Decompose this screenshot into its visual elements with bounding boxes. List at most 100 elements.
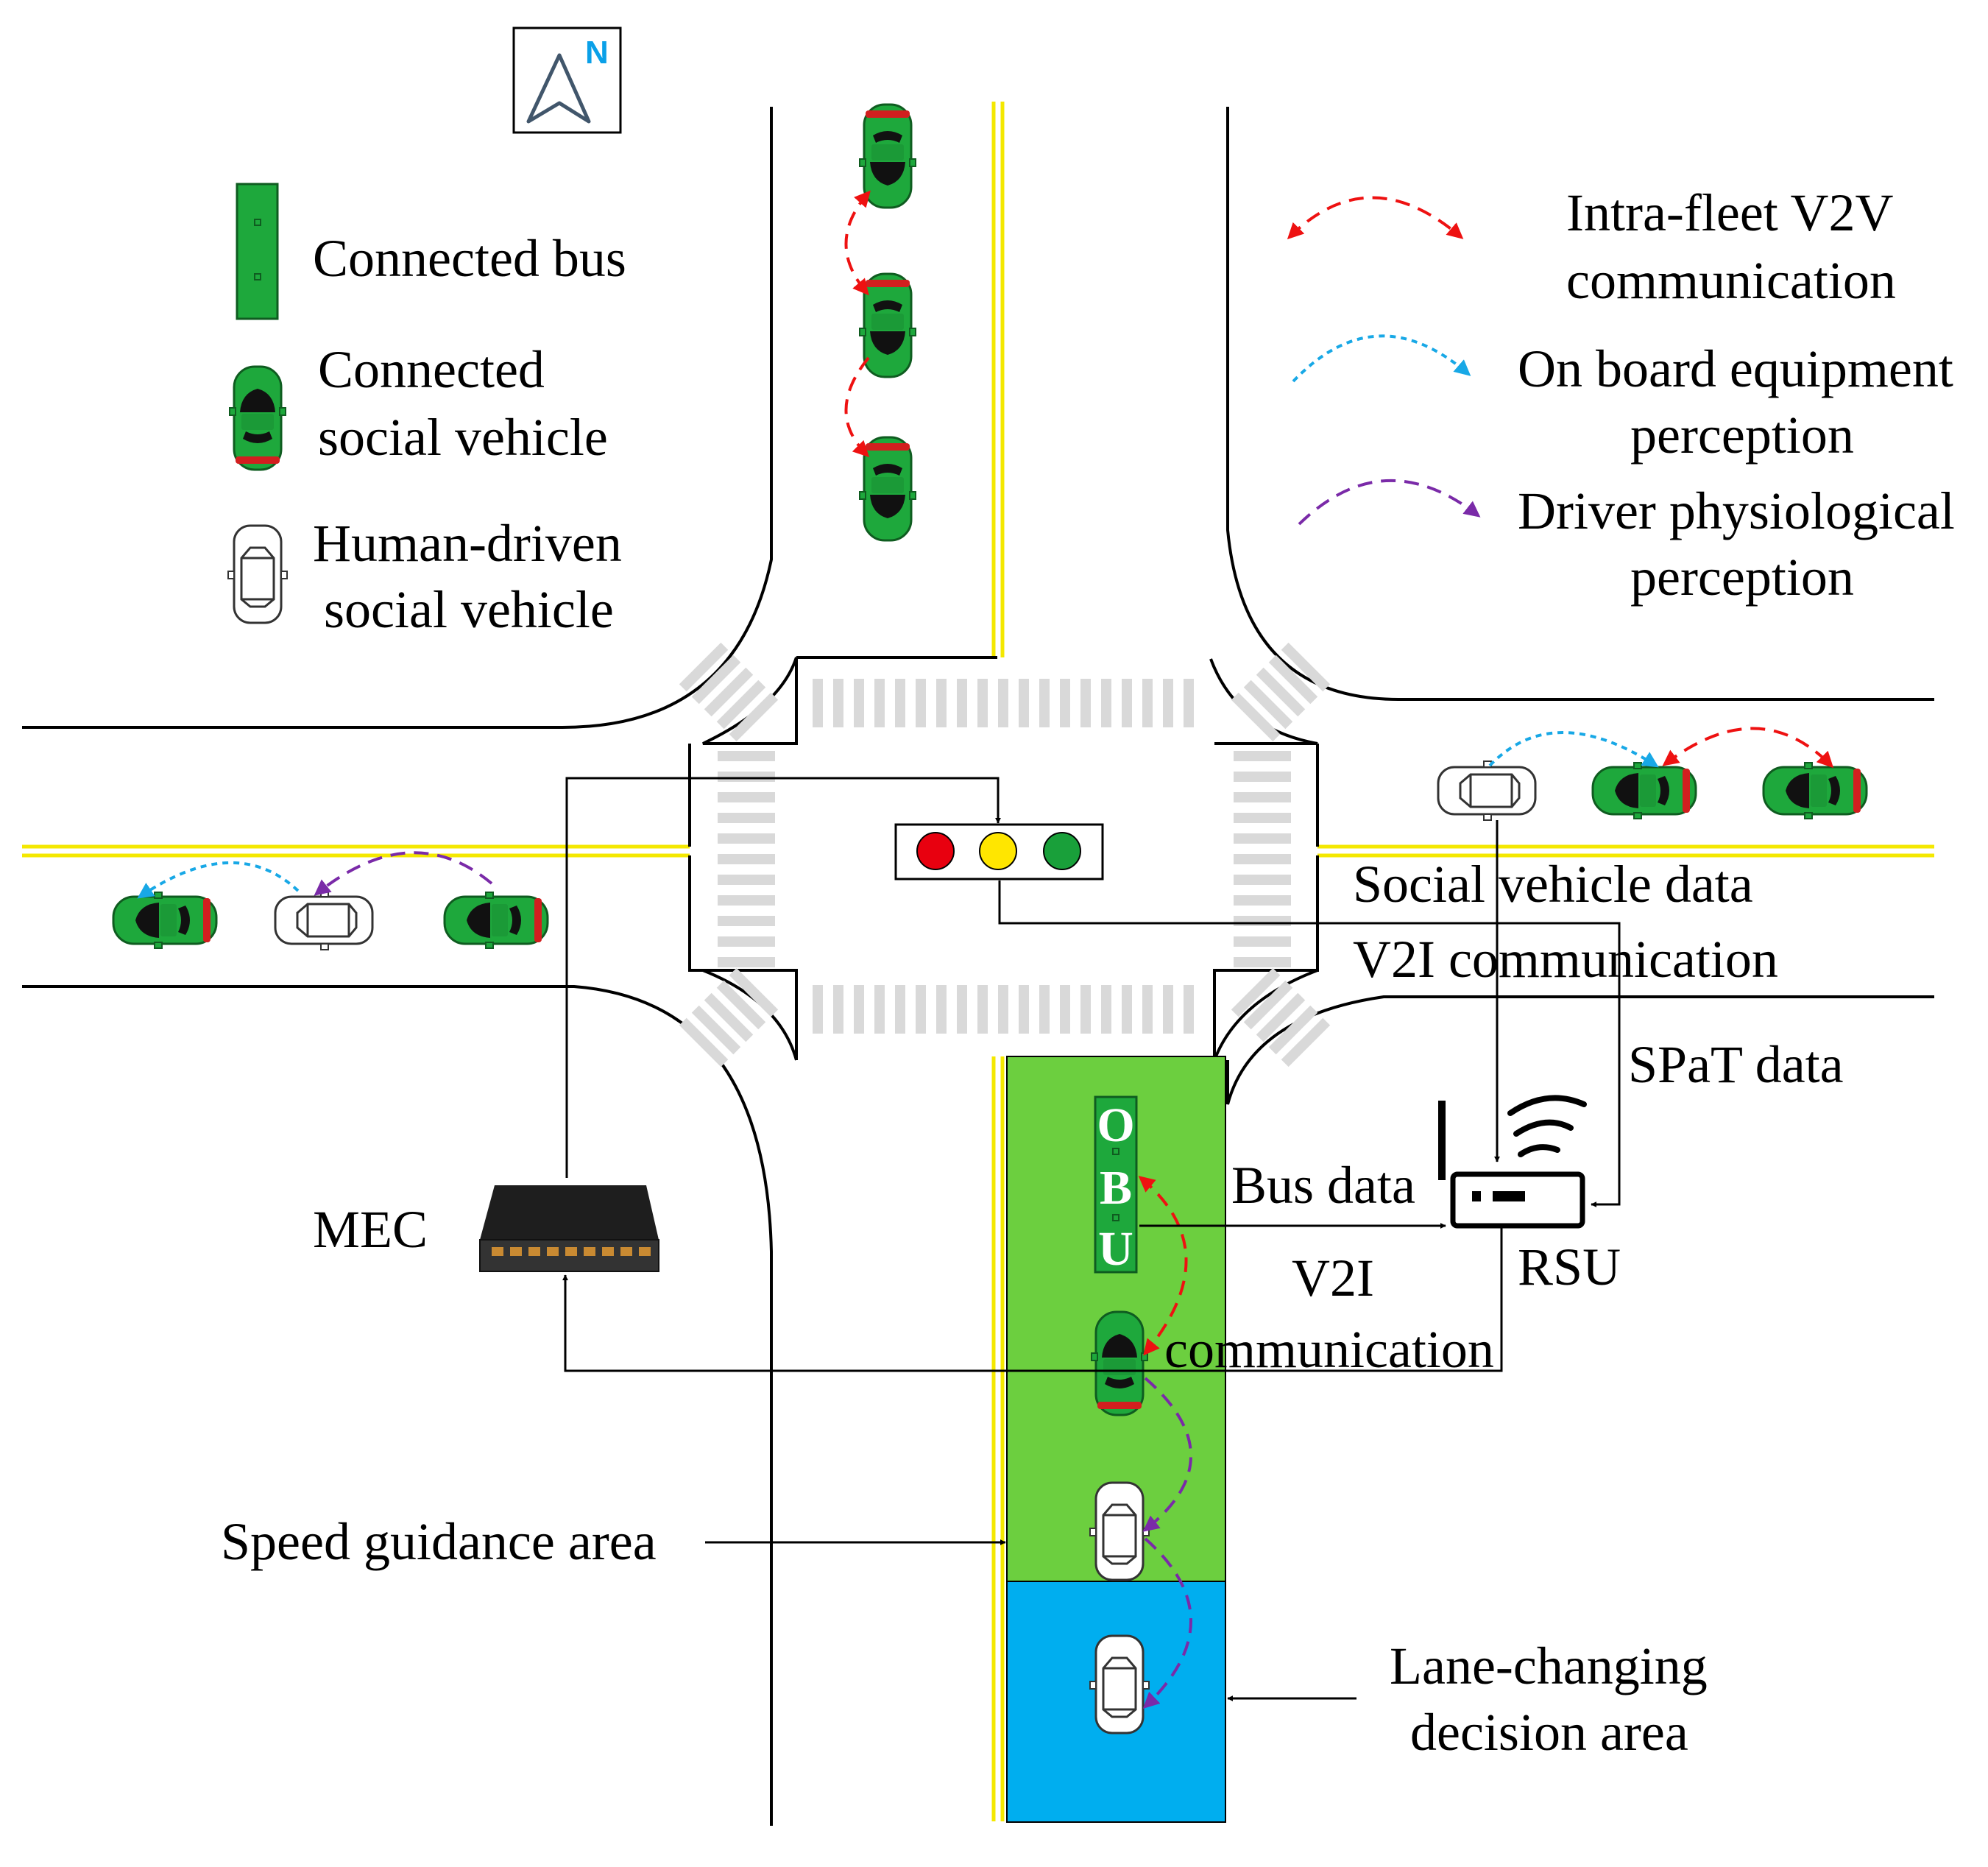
connected-car xyxy=(858,103,917,209)
crosswalk-stripe xyxy=(874,985,885,1034)
crosswalk-stripe xyxy=(1060,679,1070,727)
crosswalk-stripe xyxy=(854,985,864,1034)
crosswalk-stripe xyxy=(1234,936,1291,947)
bus-icon xyxy=(236,183,279,320)
crosswalk-stripe xyxy=(718,833,775,844)
legend-drv-label-2: perception xyxy=(1630,548,1854,607)
crosswalk-stripe xyxy=(957,985,967,1034)
obu-letter-o: O xyxy=(1097,1098,1134,1152)
driver-arrow-icon xyxy=(1298,479,1481,526)
crosswalk-stripe xyxy=(895,985,905,1034)
human-driven-car xyxy=(274,889,374,951)
legend-csv-label-2: social vehicle xyxy=(318,408,608,467)
crosswalk-stripe xyxy=(1268,1005,1318,1055)
crosswalk-stripe xyxy=(813,985,823,1034)
bus-data-label: Bus data xyxy=(1231,1156,1415,1215)
crosswalk-stripe xyxy=(813,679,823,727)
crosswalk-stripe xyxy=(1163,679,1173,727)
crosswalk-stripe xyxy=(895,679,905,727)
spat-data-label: SPaT data xyxy=(1628,1035,1844,1094)
crosswalk-stripe xyxy=(854,679,864,727)
crosswalk-stripe xyxy=(1080,985,1091,1034)
legend-obe-label-1: On board equipment xyxy=(1518,339,1953,398)
legend-csv-label-1: Connected xyxy=(318,340,545,399)
data-flow-lines xyxy=(562,777,1621,1701)
crosswalk-stripe xyxy=(977,679,988,727)
crosswalk-stripe xyxy=(691,654,741,705)
crosswalk-stripe xyxy=(718,895,775,906)
legend-v2v-label-2: communication xyxy=(1566,251,1896,310)
legend: Connected bus Connected social vehicle H… xyxy=(227,183,1955,639)
crosswalk-stripe xyxy=(718,936,775,947)
crosswalk-stripe xyxy=(1243,980,1293,1030)
crosswalk-stripe xyxy=(729,692,779,742)
crosswalk-stripe xyxy=(1039,985,1050,1034)
crosswalk-stripe xyxy=(1122,985,1132,1034)
connected-car xyxy=(858,272,917,378)
crosswalk-stripe xyxy=(729,967,779,1017)
human-driven-car xyxy=(1089,1634,1150,1734)
yellow-light-icon xyxy=(979,832,1017,870)
crosswalk-stripe xyxy=(1101,985,1111,1034)
crosswalk-stripe xyxy=(1234,751,1291,761)
social-vehicle-data-label: Social vehicle data xyxy=(1353,855,1753,914)
v2i-label: V2I xyxy=(1292,1249,1374,1307)
crosswalk-stripe xyxy=(977,985,988,1034)
crosswalk-stripe xyxy=(718,957,775,967)
human-car-icon xyxy=(227,524,289,624)
crosswalk-stripe xyxy=(1019,679,1029,727)
crosswalk-stripe xyxy=(1184,679,1194,727)
v2v-arrow-icon xyxy=(1287,196,1464,240)
crosswalk-stripe xyxy=(718,792,775,802)
crosswalk-stripe xyxy=(704,992,754,1042)
crosswalk-stripe xyxy=(718,916,775,926)
rsu-label: RSU xyxy=(1518,1238,1621,1296)
legend-bus-label: Connected bus xyxy=(313,229,626,288)
red-light-icon xyxy=(916,832,955,870)
connected-car xyxy=(1591,761,1697,820)
crosswalk-stripe xyxy=(1122,679,1132,727)
crosswalk-stripe xyxy=(1281,642,1331,692)
crosswalk-stripe xyxy=(1243,680,1293,730)
legend-obe-label-2: perception xyxy=(1630,406,1854,465)
crosswalk-stripe xyxy=(1256,992,1306,1042)
crosswalk-stripe xyxy=(1060,985,1070,1034)
crosswalk-stripe xyxy=(718,854,775,864)
crosswalk-stripe xyxy=(936,985,947,1034)
legend-drv-label-1: Driver physiological xyxy=(1518,481,1955,540)
lane-changing-label-1: Lane-changing xyxy=(1390,1637,1708,1695)
connected-car xyxy=(1090,1310,1149,1416)
traffic-light xyxy=(894,823,1104,880)
crosswalk-stripe xyxy=(718,813,775,823)
crosswalk-stripe xyxy=(718,772,775,782)
obe-arrow-icon xyxy=(1292,334,1471,383)
crosswalk-stripe xyxy=(1234,833,1291,844)
crosswalk-stripe xyxy=(704,667,754,717)
crosswalk-stripe xyxy=(1256,667,1306,717)
crosswalk-stripe xyxy=(1234,854,1291,864)
crosswalk-stripe xyxy=(833,985,843,1034)
north-arrow-icon xyxy=(526,53,591,124)
crosswalk-stripe xyxy=(679,1017,729,1067)
crosswalk-stripe xyxy=(1142,679,1153,727)
crosswalk-stripe xyxy=(1080,679,1091,727)
connected-car xyxy=(1762,761,1868,820)
wifi-icon xyxy=(1507,1095,1587,1157)
crosswalk-stripe xyxy=(998,679,1008,727)
crosswalk-stripe xyxy=(1234,813,1291,823)
crosswalk-stripe xyxy=(874,679,885,727)
crosswalks xyxy=(679,642,1331,1067)
v2i-communication-label: V2I communication xyxy=(1353,930,1778,989)
legend-hdv-label-1: Human-driven xyxy=(313,514,622,573)
obu-letter-u: U xyxy=(1098,1222,1133,1276)
connected-car xyxy=(443,891,549,950)
crosswalk-stripe xyxy=(1234,772,1291,782)
crosswalk-stripe xyxy=(718,875,775,885)
center-lines xyxy=(22,102,1934,1821)
crosswalk-stripe xyxy=(1268,654,1318,705)
mec-switch xyxy=(479,1185,659,1272)
speed-guidance-area-label: Speed guidance area xyxy=(221,1512,657,1571)
crosswalk-stripe xyxy=(916,679,926,727)
crosswalk-stripe xyxy=(1234,895,1291,906)
